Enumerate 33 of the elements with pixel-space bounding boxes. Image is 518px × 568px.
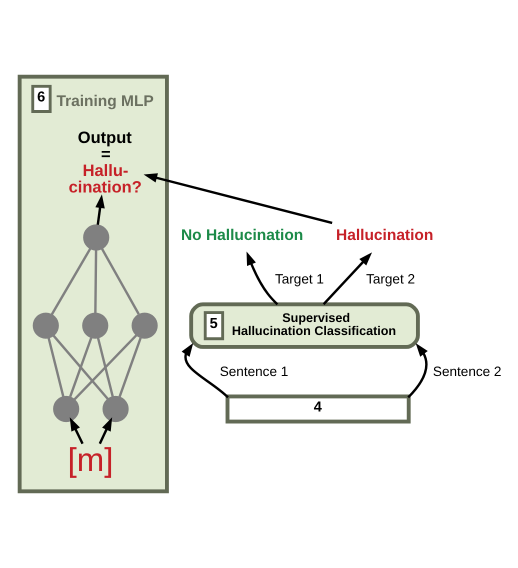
- arrow: [70, 417, 84, 444]
- arrow: [246, 252, 278, 306]
- connector: [52, 334, 109, 400]
- arrow: [98, 417, 112, 444]
- node-text: Output = Hallu- cination?: [68, 129, 142, 197]
- node-circle: [132, 312, 158, 339]
- node-box: 4: [226, 394, 411, 424]
- arrow: [182, 342, 229, 398]
- node-circle: [53, 396, 80, 422]
- node-circle: [32, 312, 59, 339]
- edge-label: Sentence 2: [432, 364, 502, 379]
- arrow: [95, 194, 105, 225]
- node-text: No Hallucination: [180, 227, 304, 244]
- connector: [69, 337, 92, 398]
- connector: [50, 248, 92, 316]
- arrow: [144, 173, 332, 224]
- connector: [100, 248, 140, 315]
- arrow: [322, 252, 372, 306]
- node-circle: [83, 224, 110, 251]
- edge-label: Target 2: [366, 272, 416, 287]
- node-circle: [82, 312, 108, 339]
- node-circle: [102, 396, 129, 422]
- edge-label: Target 1: [274, 272, 324, 287]
- node-text: [m]: [68, 441, 114, 478]
- connector: [96, 338, 114, 398]
- connector: [118, 337, 142, 398]
- connector: [94, 250, 98, 314]
- connector: [74, 334, 138, 400]
- node-box: 5 Supervised Hallucination Classification: [189, 302, 420, 349]
- edge-label: Sentence 1: [220, 364, 288, 379]
- arrow: [407, 343, 428, 398]
- node-text: Hallucination: [336, 227, 434, 244]
- connector: [48, 338, 65, 398]
